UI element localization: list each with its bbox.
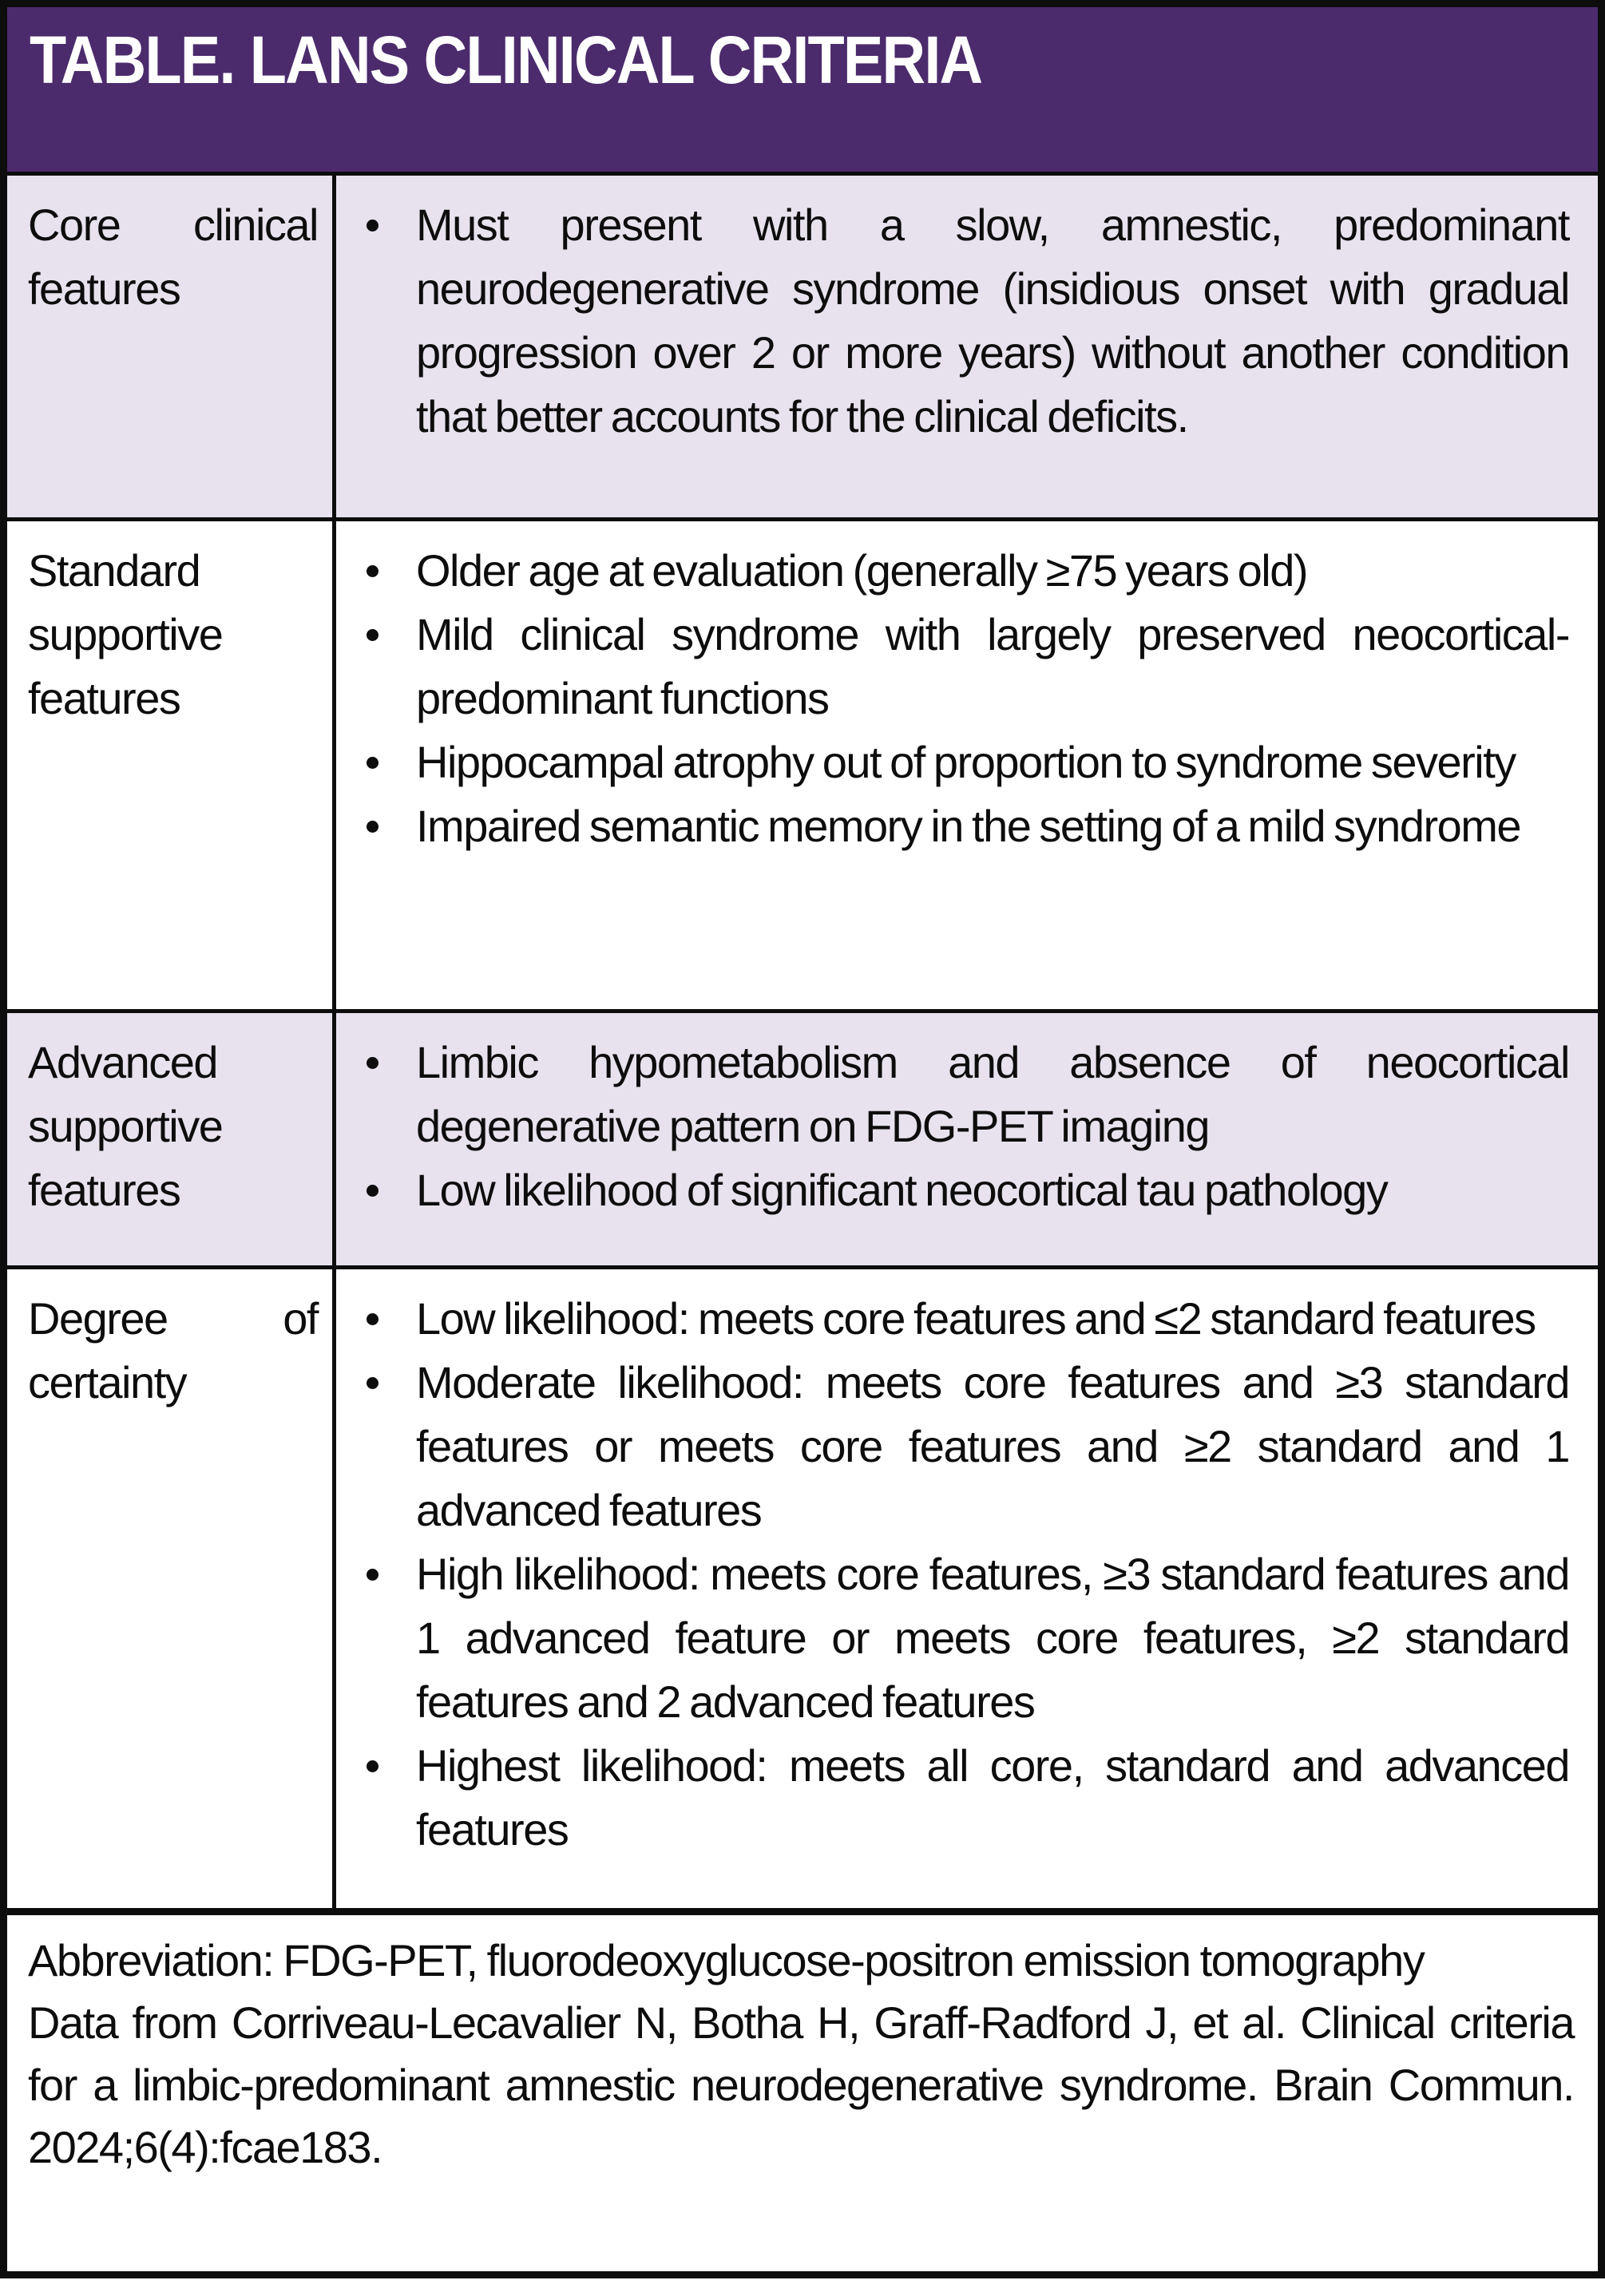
bullet-text: Low likelihood: meets core features and …	[416, 1293, 1536, 1344]
citation-note: Data from Corriveau-Lecavalier N, Botha …	[28, 1997, 1575, 2172]
table-row-advanced-supportive-features: Advanced supportive features Limbic hypo…	[7, 1009, 1598, 1265]
bullet-icon	[367, 1057, 378, 1069]
bullet-text: Impaired semantic memory in the setting …	[416, 801, 1522, 851]
bullet-text: Moderate likelihood: meets core features…	[416, 1357, 1571, 1535]
list-item: Low likelihood: meets core features and …	[336, 1287, 1569, 1351]
row-label: Core clinical features	[28, 200, 319, 314]
row-content-cell: Older age at evaluation (generally ≥75 y…	[336, 521, 1598, 1009]
row-content-cell: Low likelihood: meets core features and …	[336, 1269, 1598, 1908]
bullet-icon	[367, 1313, 378, 1325]
table-row-standard-supportive-features: Standard supportive features Older age a…	[7, 517, 1598, 1009]
bullet-text: High likelihood: meets core features, ≥3…	[416, 1549, 1571, 1727]
bullet-text: Hippocampal atrophy out of proportion to…	[416, 737, 1516, 787]
bullet-icon	[367, 1185, 378, 1197]
bullet-list: Must present with a slow, amnestic, pred…	[336, 193, 1571, 449]
row-content-cell: Limbic hypometabolism and absence of neo…	[336, 1013, 1598, 1265]
list-item: Older age at evaluation (generally ≥75 y…	[336, 539, 1569, 603]
bullet-text: Older age at evaluation (generally ≥75 y…	[416, 545, 1309, 596]
list-item: Hippocampal atrophy out of proportion to…	[336, 730, 1569, 794]
row-label-cell: Advanced supportive features	[7, 1013, 336, 1265]
table-footnote-section: Abbreviation: FDG-PET, fluorodeoxyglucos…	[7, 1908, 1598, 2271]
row-label-cell: Standard supportive features	[7, 521, 336, 1009]
list-item: Low likelihood of significant neocortica…	[336, 1158, 1569, 1222]
bullet-icon	[367, 1760, 378, 1772]
row-label-cell: Core clinical features	[7, 176, 336, 517]
abbreviation-note: Abbreviation: FDG-PET, fluorodeoxyglucos…	[28, 1935, 1425, 1985]
list-item: High likelihood: meets core features, ≥3…	[336, 1542, 1571, 1734]
bullet-list: Older age at evaluation (generally ≥75 y…	[336, 539, 1571, 858]
bullet-text: Must present with a slow, amnestic, pred…	[416, 200, 1571, 441]
row-content-cell: Must present with a slow, amnestic, pred…	[336, 176, 1598, 517]
list-item: Limbic hypometabolism and absence of neo…	[336, 1031, 1571, 1158]
row-label-cell: Degree of certainty	[7, 1269, 336, 1908]
bullet-text: Limbic hypometabolism and absence of neo…	[416, 1037, 1571, 1151]
list-item: Impaired semantic memory in the setting …	[336, 794, 1569, 858]
bullet-icon	[367, 1569, 378, 1581]
bullet-icon	[367, 565, 378, 577]
bullet-icon	[367, 629, 378, 641]
row-label: Advanced supportive features	[28, 1037, 224, 1215]
table-row-degree-of-certainty: Degree of certainty Low likelihood: meet…	[7, 1265, 1598, 1908]
row-label: Degree of certainty	[28, 1293, 319, 1407]
list-item: Mild clinical syndrome with largely pres…	[336, 603, 1571, 730]
table-header-band: TABLE. LANS CLINICAL CRITERIA	[7, 7, 1598, 172]
bullet-icon	[367, 1377, 378, 1389]
bullet-text: Mild clinical syndrome with largely pres…	[416, 609, 1571, 723]
table-title: TABLE. LANS CLINICAL CRITERIA	[30, 22, 983, 97]
table-row-core-clinical-features: Core clinical features Must present with…	[7, 172, 1598, 517]
list-item: Must present with a slow, amnestic, pred…	[336, 193, 1571, 449]
bullet-icon	[367, 821, 378, 833]
bullet-list: Low likelihood: meets core features and …	[336, 1287, 1571, 1862]
list-item: Highest likelihood: meets all core, stan…	[336, 1734, 1571, 1862]
bullet-text: Low likelihood of significant neocortica…	[416, 1165, 1389, 1215]
row-label: Standard supportive features	[28, 545, 224, 723]
bullet-list: Limbic hypometabolism and absence of neo…	[336, 1031, 1571, 1222]
bullet-text: Highest likelihood: meets all core, stan…	[416, 1740, 1571, 1855]
bullet-icon	[367, 757, 378, 769]
bullet-icon	[367, 220, 378, 232]
list-item: Moderate likelihood: meets core features…	[336, 1351, 1571, 1542]
